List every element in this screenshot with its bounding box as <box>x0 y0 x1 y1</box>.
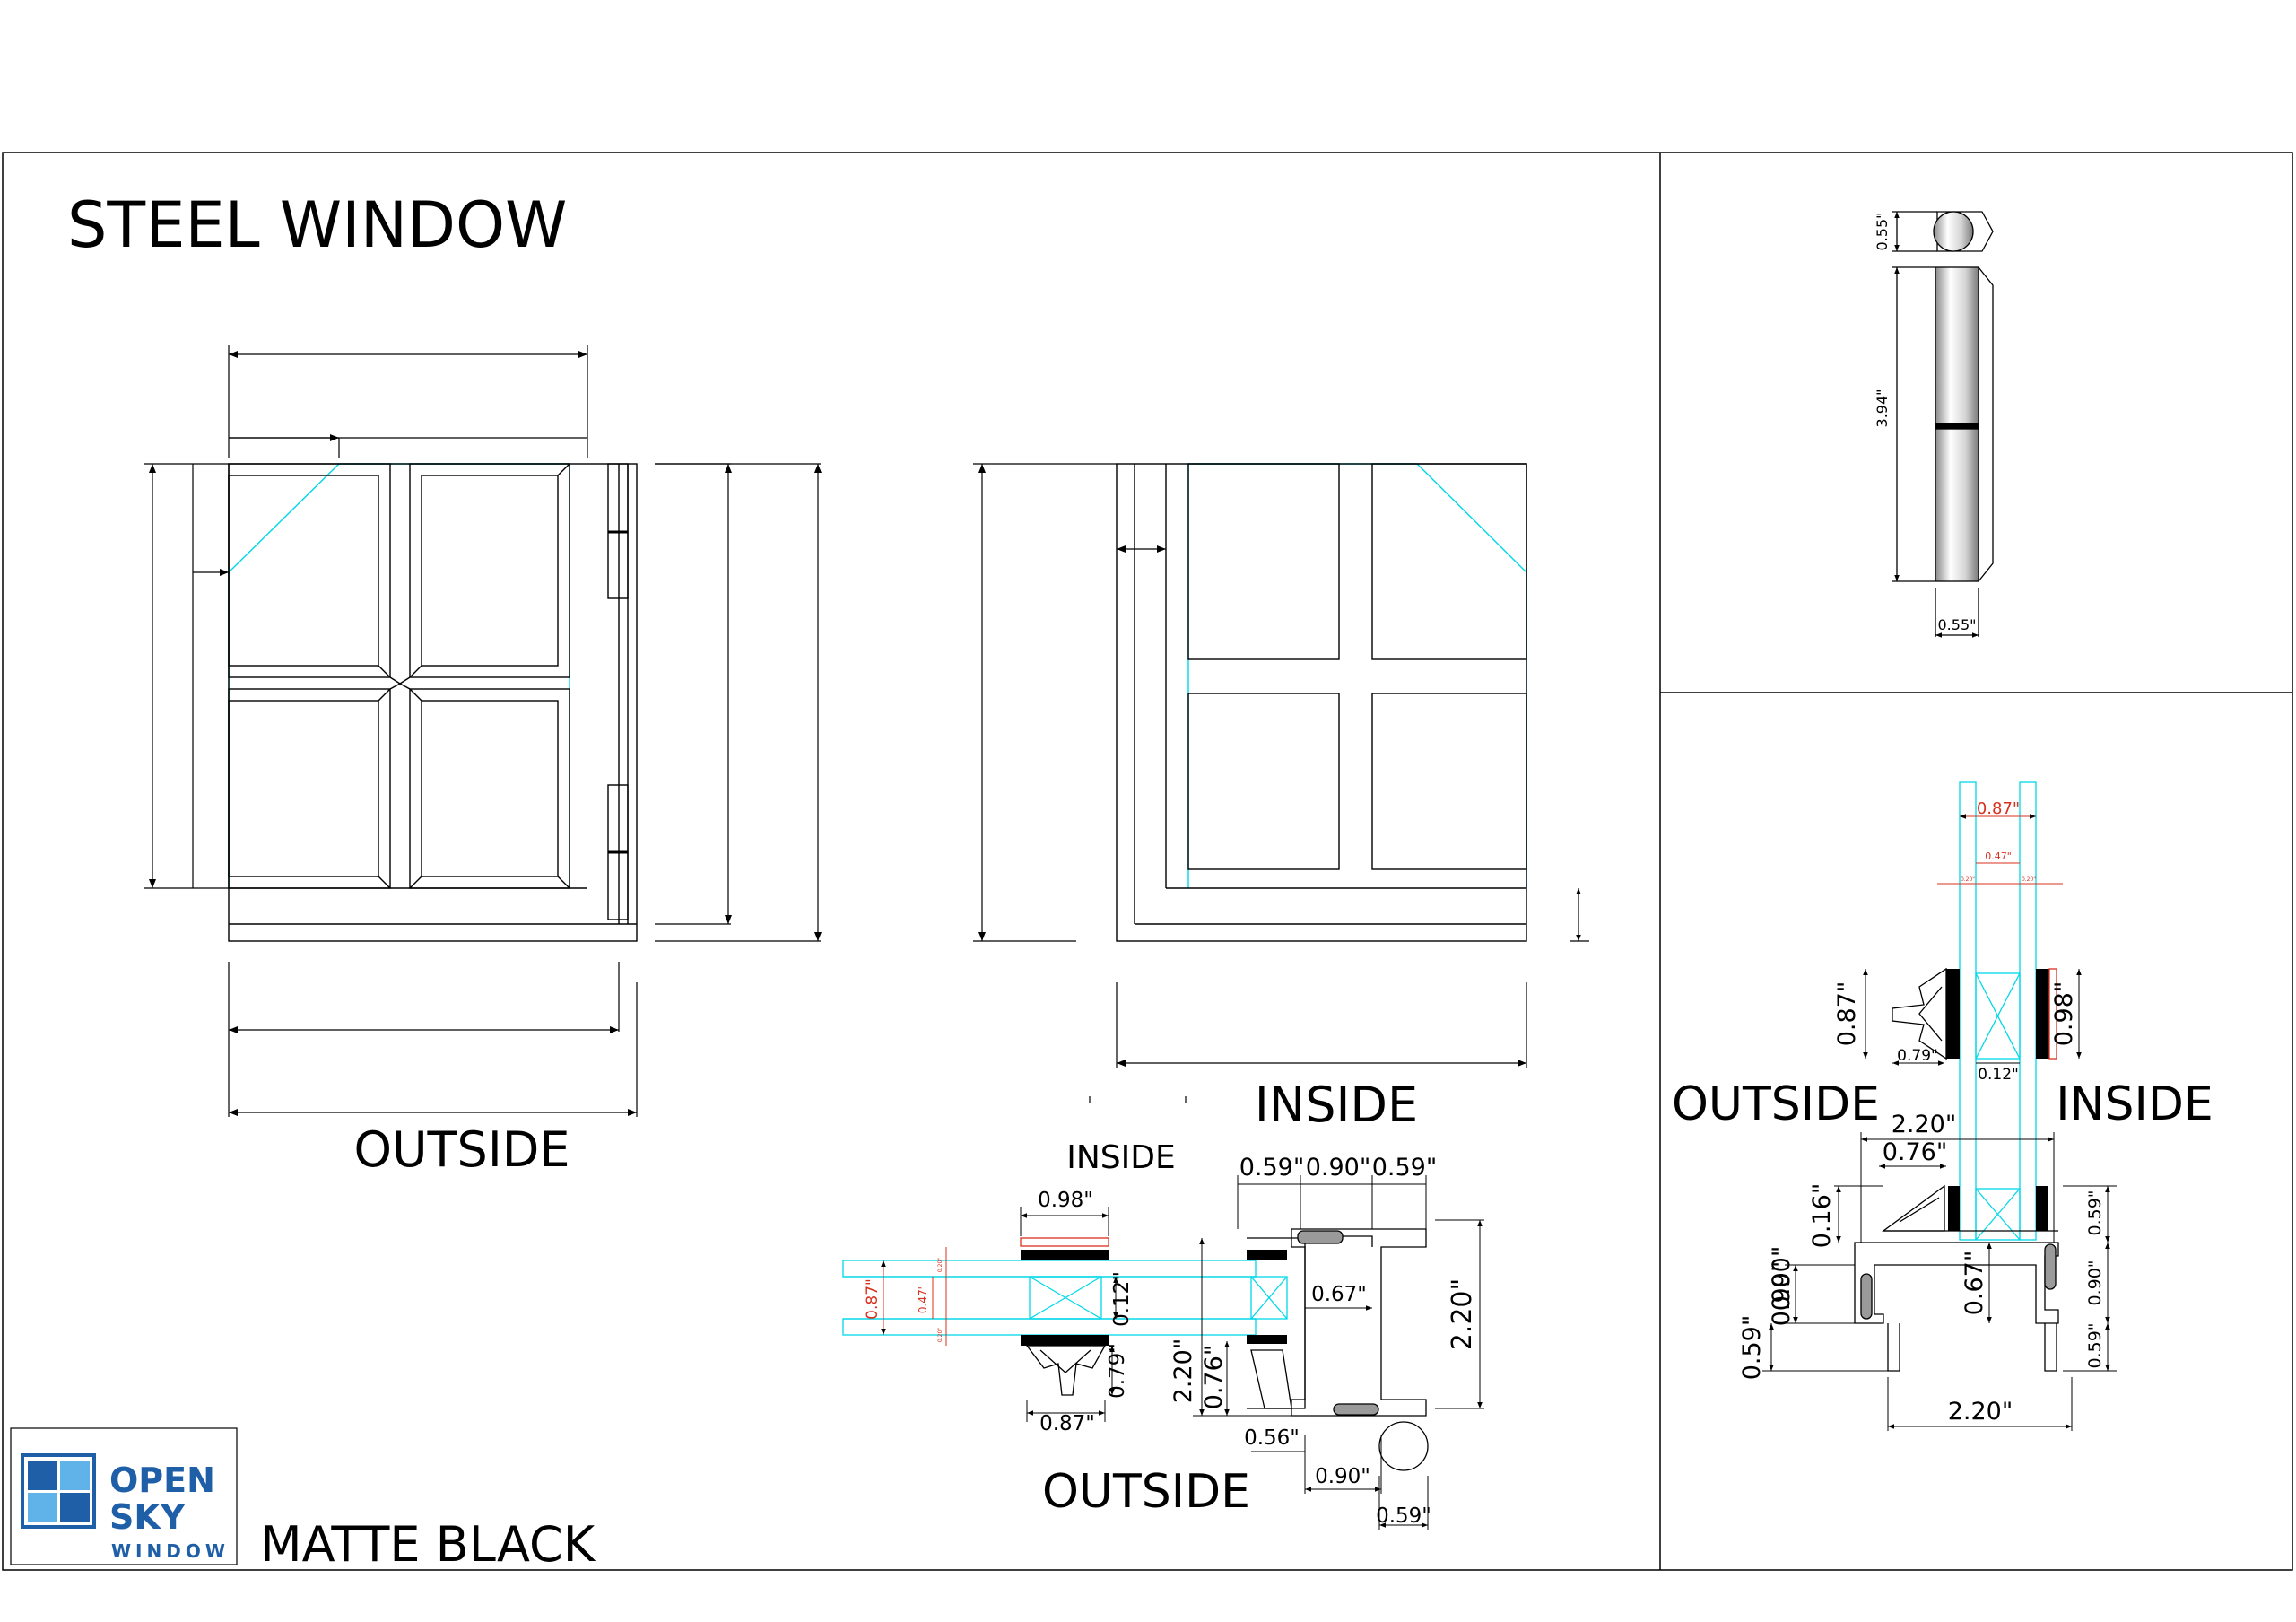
hsec-dimension-labels: 0.98" 0.12" 0.87" 0.47" 0.20" 0.20" 0.79… <box>864 1154 1478 1528</box>
hsec-frame-depth-left: 2.20" <box>1170 1339 1197 1404</box>
hsec-hinge-offset: 0.90" <box>1315 1465 1370 1488</box>
vsec-frame-width-bottom: 2.20" <box>1948 1398 2013 1426</box>
vsec-mid-a: 0.90" <box>1768 1261 1796 1327</box>
outside-glass-outline <box>228 463 570 888</box>
hsec-glazing-width: 0.98" <box>1038 1189 1093 1212</box>
hsec-inner: 0.67" <box>1311 1283 1367 1306</box>
hsec-gaskets <box>1021 1250 1287 1346</box>
vsec-small-a: 0.20" <box>1961 876 1975 883</box>
outside-elevation-label: OUTSIDE <box>354 1121 570 1178</box>
brand-line2: SKY <box>109 1497 186 1537</box>
outside-elevation <box>144 345 822 1117</box>
hsec-frame <box>1291 1228 1427 1417</box>
inside-elevation-label: INSIDE <box>1255 1077 1418 1133</box>
vsec-right-top: 0.59" <box>2085 1190 2105 1235</box>
vsec-inner: 0.67" <box>1961 1251 1988 1316</box>
brand-line3: WINDOW <box>111 1540 230 1562</box>
vsec-small-b: 0.20" <box>2022 876 2036 883</box>
hsec-glass <box>842 1260 1288 1336</box>
hsec-inside-label: INSIDE <box>1066 1139 1175 1176</box>
outside-panes <box>228 463 570 889</box>
inside-dimensions <box>973 463 1589 1103</box>
vsec-left-bot: 0.59" <box>1738 1315 1766 1381</box>
vsec-dimensions <box>1762 814 2117 1431</box>
vsec-inside-label: INSIDE <box>2056 1077 2213 1131</box>
hsec-hinge-barrel <box>1378 1421 1429 1471</box>
hsec-top-c: 0.59" <box>1372 1154 1438 1182</box>
vsec-bead-width: 0.79" <box>1897 1047 1938 1065</box>
vsec-glazing-height: 0.98" <box>2050 981 2078 1047</box>
hsec-interlayer: 0.47" <box>917 1285 929 1313</box>
hinge-barrel-top <box>1935 266 1979 425</box>
horizontal-section <box>842 1175 1484 1530</box>
vsec-interlayer: 0.47" <box>1985 850 2012 862</box>
outside-hinges <box>607 463 629 920</box>
hinge-width-label: 0.55" <box>1938 616 1977 633</box>
hinge-length-label: 3.94" <box>1874 389 1891 428</box>
vsec-dimension-labels: 0.87" 0.47" 0.20" 0.20" 0.87" 0.79" 0.12… <box>1738 799 2105 1426</box>
hsec-dimensions <box>881 1175 1484 1530</box>
vsec-bead <box>1892 967 1947 1060</box>
vsec-bead-lower <box>1882 1184 1945 1232</box>
hsec-frame-depth-right: 2.20" <box>1447 1278 1478 1351</box>
hsec-lip: 0.76" <box>1200 1345 1228 1410</box>
hsec-outside-label: OUTSIDE <box>1042 1465 1250 1519</box>
vsec-step: 0.16" <box>1808 1183 1836 1249</box>
hsec-small-a: 0.20" <box>937 1258 944 1272</box>
inside-elevation <box>973 463 1589 1103</box>
hsec-small-b: 0.20" <box>937 1328 944 1342</box>
hsec-glass-thickness: 0.87" <box>864 1278 882 1320</box>
vsec-glass-thickness: 0.87" <box>1977 799 2020 818</box>
vsec-right-bot: 0.59" <box>2085 1322 2105 1368</box>
page-title: STEEL WINDOW <box>67 188 567 262</box>
vsec-frame-width: 2.20" <box>1892 1111 1957 1138</box>
hsec-top-a: 0.59" <box>1239 1154 1305 1182</box>
vsec-right-mid: 0.90" <box>2085 1260 2105 1305</box>
hinge-cap <box>1936 211 1994 252</box>
hsec-gap: 0.12" <box>1110 1271 1134 1327</box>
logo-frame <box>10 1427 238 1565</box>
hinge-detail <box>1892 211 1994 638</box>
vsec-gaskets <box>1946 969 2049 1231</box>
vsec-frame <box>1854 1242 2059 1324</box>
vertical-section <box>1762 781 2117 1431</box>
vsec-mid-b: 0.90" <box>1768 1246 1796 1312</box>
vsec-outside-label: OUTSIDE <box>1672 1077 1880 1131</box>
finish-label: MATTE BLACK <box>260 1516 596 1573</box>
vsec-gap: 0.12" <box>1978 1066 2019 1084</box>
brand-logo: OPEN SKY WINDOW <box>10 1427 238 1565</box>
brand-line1: OPEN <box>109 1461 215 1500</box>
outside-dimensions <box>144 345 822 1117</box>
outside-sash-frame <box>228 463 638 942</box>
hsec-bead-width: 0.87" <box>1039 1412 1095 1435</box>
hsec-leg: 0.56" <box>1244 1426 1300 1450</box>
hsec-top-b: 0.90" <box>1306 1154 1371 1182</box>
hsec-bead <box>1025 1345 1107 1396</box>
sheet-border <box>2 152 2293 1571</box>
window-logo-icon <box>21 1453 96 1529</box>
vsec-bead-height: 0.87" <box>1833 981 1861 1047</box>
hinge-cap-height-label: 0.55" <box>1874 213 1891 251</box>
inside-panes <box>1187 463 1527 870</box>
vsec-lip: 0.76" <box>1883 1138 1948 1166</box>
hsec-bead-height: 0.79" <box>1106 1343 1129 1399</box>
hinge-barrel-bottom <box>1935 428 1979 582</box>
inside-glass-outline <box>1187 463 1527 888</box>
hsec-hinge-dia: 0.59" <box>1376 1504 1431 1528</box>
